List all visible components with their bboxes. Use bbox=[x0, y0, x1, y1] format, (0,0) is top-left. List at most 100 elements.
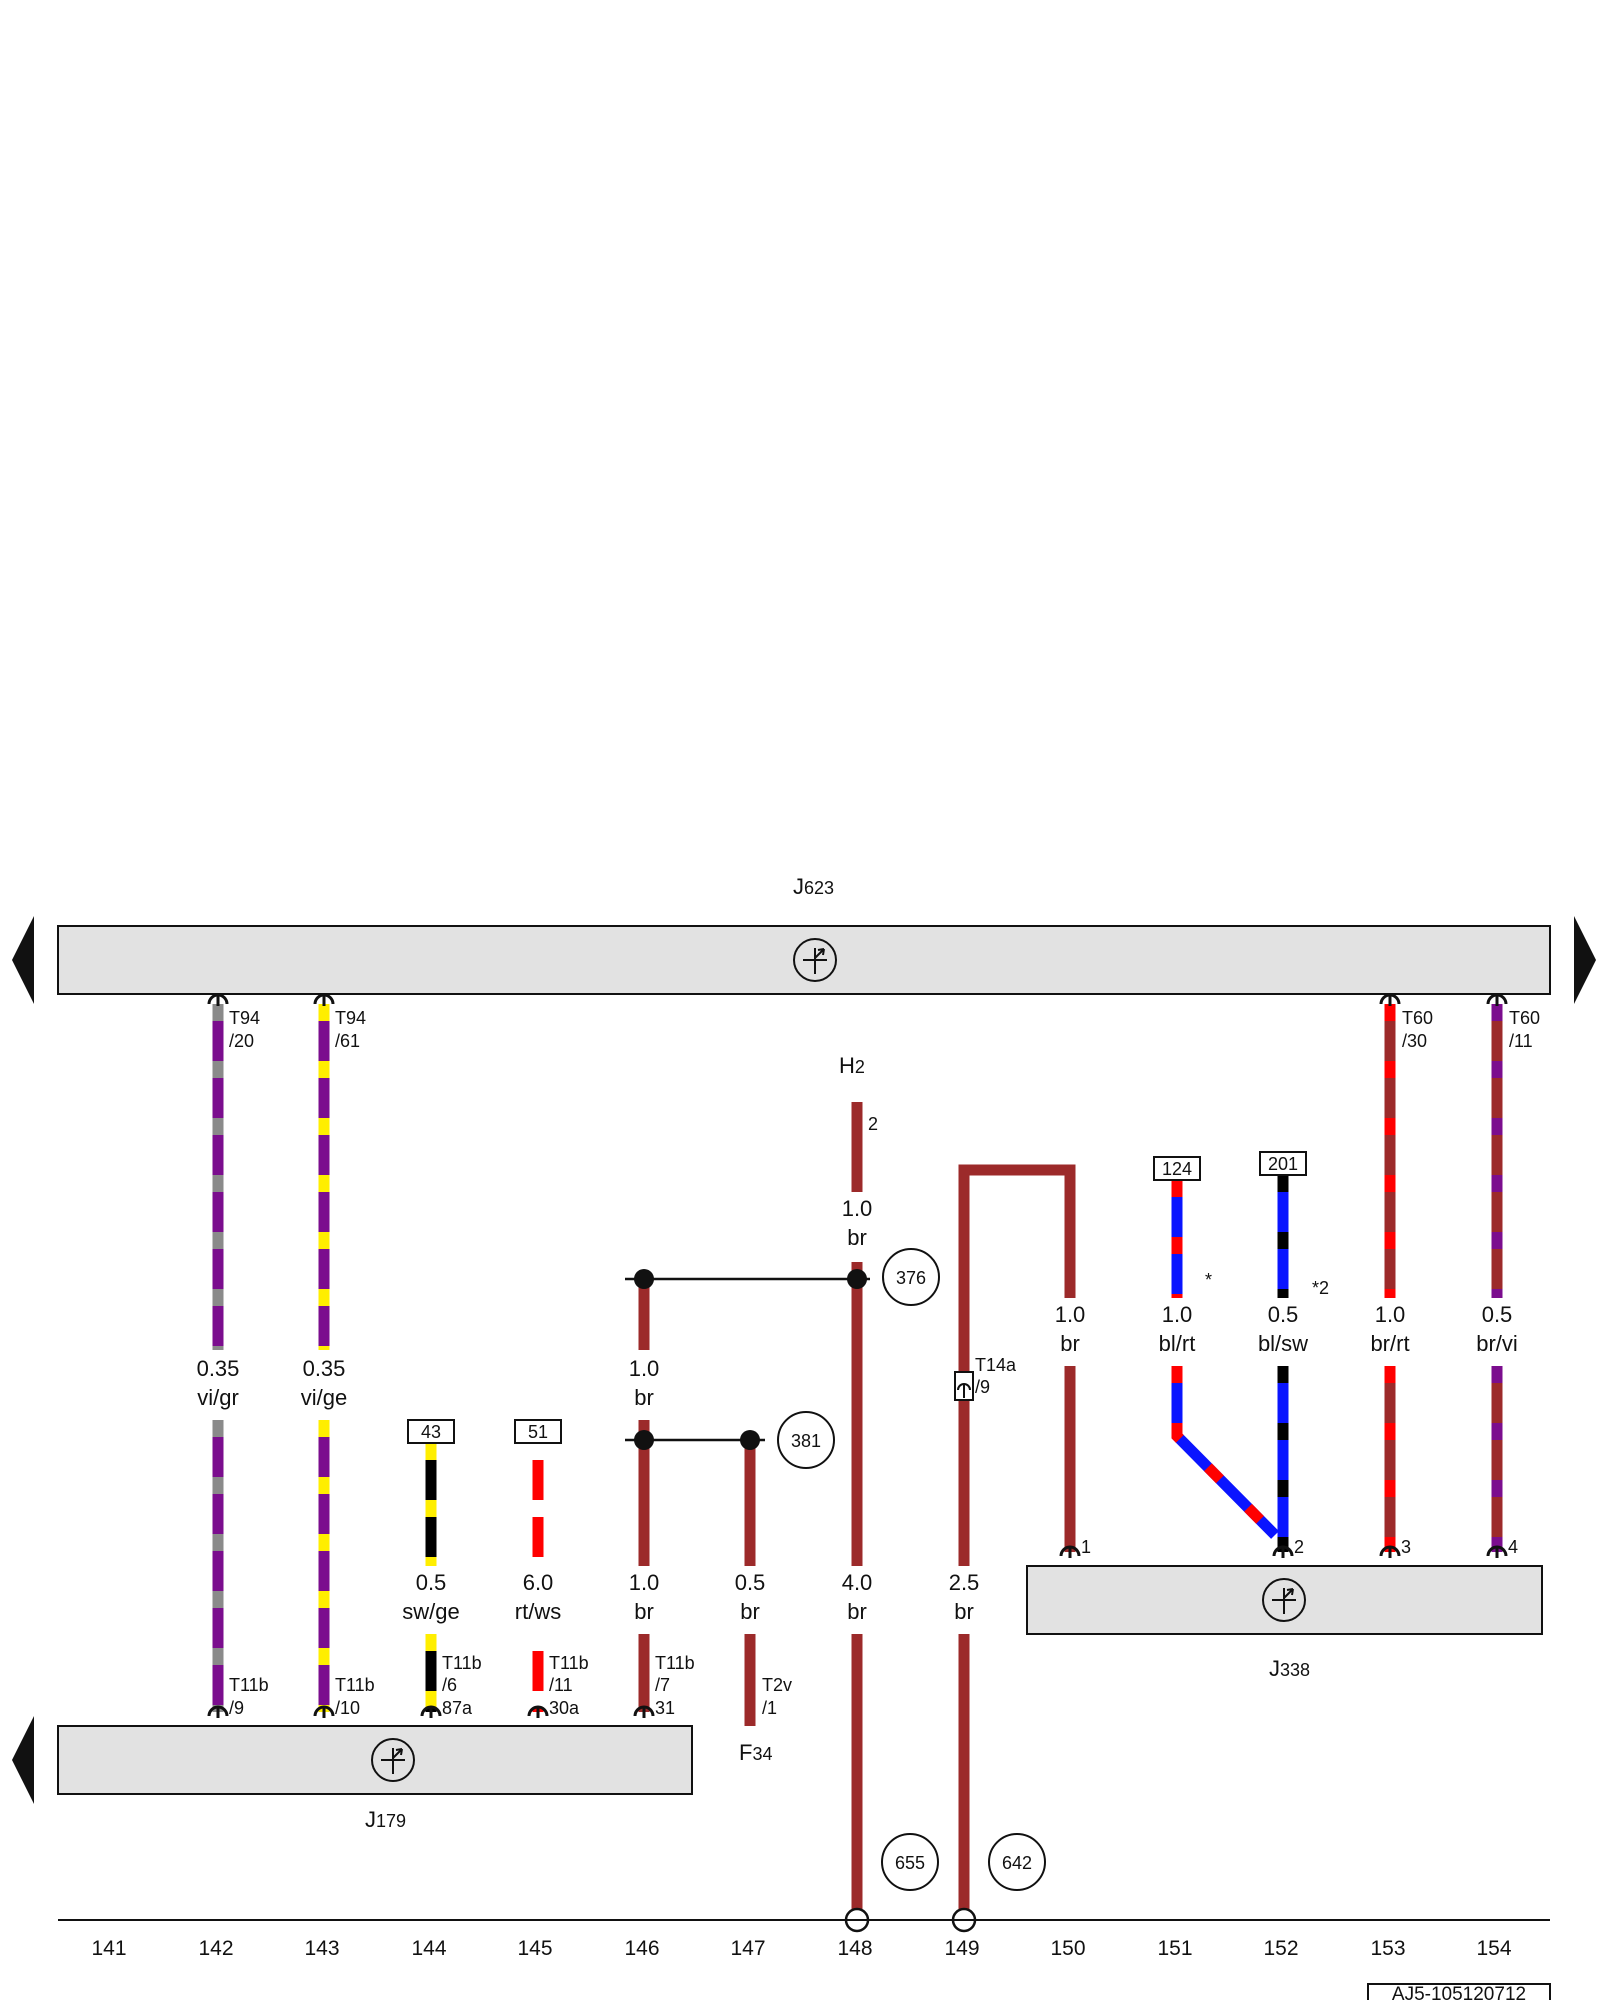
connector-name: T11b bbox=[335, 1675, 375, 1695]
j179-label: J179 bbox=[365, 1807, 406, 1832]
splice-dot bbox=[634, 1269, 654, 1289]
h2-pin-label: 2 bbox=[868, 1114, 878, 1134]
connector-name: T11b bbox=[229, 1675, 269, 1695]
connector-pin: /10 bbox=[335, 1698, 360, 1718]
reference-box-text: 201 bbox=[1268, 1154, 1298, 1174]
splice-dot bbox=[847, 1269, 867, 1289]
j623-label: J623 bbox=[793, 874, 834, 899]
wire-size: 4.0 bbox=[842, 1570, 873, 1595]
pin-j338-3 bbox=[1379, 1545, 1401, 1560]
wire-151-lower-stripe bbox=[1171, 1366, 1279, 1539]
continuation-left-arrow bbox=[12, 916, 34, 1004]
h2-label: H2 bbox=[839, 1053, 865, 1078]
pin-t94-61 bbox=[313, 993, 335, 1008]
wire-color: br bbox=[954, 1599, 974, 1624]
reference-box-text: 43 bbox=[421, 1422, 441, 1442]
j179-module: J179 bbox=[12, 1716, 693, 1832]
track-number: 149 bbox=[944, 1937, 979, 1960]
j338-pin-number: 2 bbox=[1294, 1537, 1304, 1557]
connector-name: T94 bbox=[335, 1008, 366, 1028]
reference-circle bbox=[882, 1248, 940, 1306]
track-number: 152 bbox=[1263, 1937, 1298, 1960]
pin-j338-1 bbox=[1059, 1545, 1081, 1560]
wire-layer bbox=[212, 1004, 1503, 1909]
reference-circle bbox=[777, 1411, 835, 1469]
pin-t11b-7 bbox=[633, 1705, 655, 1720]
wire-size: 2.5 bbox=[949, 1570, 980, 1595]
pin-t11b-11 bbox=[527, 1705, 549, 1720]
reference-box-text: 124 bbox=[1162, 1159, 1192, 1179]
wire-size: 0.35 bbox=[303, 1356, 346, 1381]
connector-pin: /1 bbox=[762, 1698, 777, 1718]
diagram-id: AJ5-105120712 bbox=[1367, 1983, 1551, 2000]
track-number: 153 bbox=[1370, 1937, 1405, 1960]
pin-j338-4 bbox=[1486, 1545, 1508, 1560]
reference-box bbox=[514, 1419, 562, 1444]
wire-color: br bbox=[1060, 1331, 1080, 1356]
wire-size: 0.5 bbox=[735, 1570, 766, 1595]
pin-t60-30 bbox=[1379, 993, 1401, 1008]
track-number: 142 bbox=[198, 1937, 233, 1960]
pin-t60-11 bbox=[1486, 993, 1508, 1008]
connector-name: T11b bbox=[655, 1653, 695, 1673]
connector-pin: /20 bbox=[229, 1031, 254, 1051]
track-number: 147 bbox=[730, 1937, 765, 1960]
j623-module: J623 bbox=[12, 874, 1596, 1004]
wire-color: br bbox=[634, 1599, 654, 1624]
track-numbers: 141 142 143 144 145 146 147 148 149 150 … bbox=[91, 1937, 1511, 1960]
reference-box bbox=[1259, 1151, 1307, 1176]
reference-box-text: 51 bbox=[528, 1422, 548, 1442]
track-number: 146 bbox=[624, 1937, 659, 1960]
pin-t11b-6 bbox=[420, 1705, 442, 1720]
wire-size: 0.35 bbox=[197, 1356, 240, 1381]
j338-pins bbox=[1059, 1545, 1508, 1560]
reference-boxes: 43 51 124 201 bbox=[407, 1151, 1307, 1444]
wire-color: br bbox=[847, 1225, 867, 1250]
wire-color: vi/gr bbox=[197, 1385, 239, 1410]
wire-size: 0.5 bbox=[1268, 1302, 1299, 1327]
j338-pin-number: 3 bbox=[1401, 1537, 1411, 1557]
wire-color: br bbox=[847, 1599, 867, 1624]
connector-name: T94 bbox=[229, 1008, 260, 1028]
continuation-right-arrow bbox=[1574, 916, 1596, 1004]
wire-color: bl/rt bbox=[1159, 1331, 1196, 1356]
reference-circle bbox=[988, 1833, 1046, 1891]
wire-size: 1.0 bbox=[1375, 1302, 1406, 1327]
j338-pin-number: 1 bbox=[1081, 1537, 1091, 1557]
wire-color: br bbox=[634, 1385, 654, 1410]
circled-references: 376 381 655 642 bbox=[777, 1248, 1046, 1891]
wire-size: 1.0 bbox=[629, 1570, 660, 1595]
connector-pin: /7 bbox=[655, 1675, 670, 1695]
connector-name: T60 bbox=[1402, 1008, 1433, 1028]
connector-name: T2v bbox=[762, 1675, 792, 1695]
j338-module: J338 bbox=[1026, 1565, 1543, 1681]
wire-color: br/vi bbox=[1476, 1331, 1518, 1356]
connector-name: T11b bbox=[549, 1653, 589, 1673]
pin-j338-2 bbox=[1272, 1545, 1294, 1560]
track-number: 145 bbox=[517, 1937, 552, 1960]
connector-pin: /11 bbox=[1509, 1031, 1533, 1051]
connector-name: T14a bbox=[975, 1355, 1017, 1375]
connector-terminal: 87a bbox=[442, 1698, 473, 1718]
reference-box bbox=[1153, 1156, 1201, 1181]
wire-color: rt/ws bbox=[515, 1599, 561, 1624]
pin-t11b-10 bbox=[313, 1705, 335, 1720]
wire-note: *2 bbox=[1312, 1278, 1329, 1298]
connector-pin: /30 bbox=[1402, 1031, 1427, 1051]
connector-terminal: 31 bbox=[655, 1698, 675, 1718]
pin-t11b-9 bbox=[207, 1705, 229, 1720]
track-number: 151 bbox=[1157, 1937, 1192, 1960]
connector-pin: /6 bbox=[442, 1675, 457, 1695]
wire-size: 1.0 bbox=[842, 1196, 873, 1221]
j623-pins bbox=[207, 993, 1508, 1008]
track-number: 144 bbox=[411, 1937, 446, 1960]
connector-pin: /11 bbox=[549, 1675, 573, 1695]
wire-size: 1.0 bbox=[1162, 1302, 1193, 1327]
track-number: 148 bbox=[837, 1937, 872, 1960]
splice-dot bbox=[740, 1430, 760, 1450]
connector-terminal: 30a bbox=[549, 1698, 580, 1718]
j179-pins bbox=[207, 1705, 655, 1720]
wire-labels: 0.35 vi/gr 0.35 vi/ge 0.5 sw/ge 6.0 rt/w… bbox=[197, 1196, 1518, 1624]
track-number: 141 bbox=[91, 1937, 126, 1960]
